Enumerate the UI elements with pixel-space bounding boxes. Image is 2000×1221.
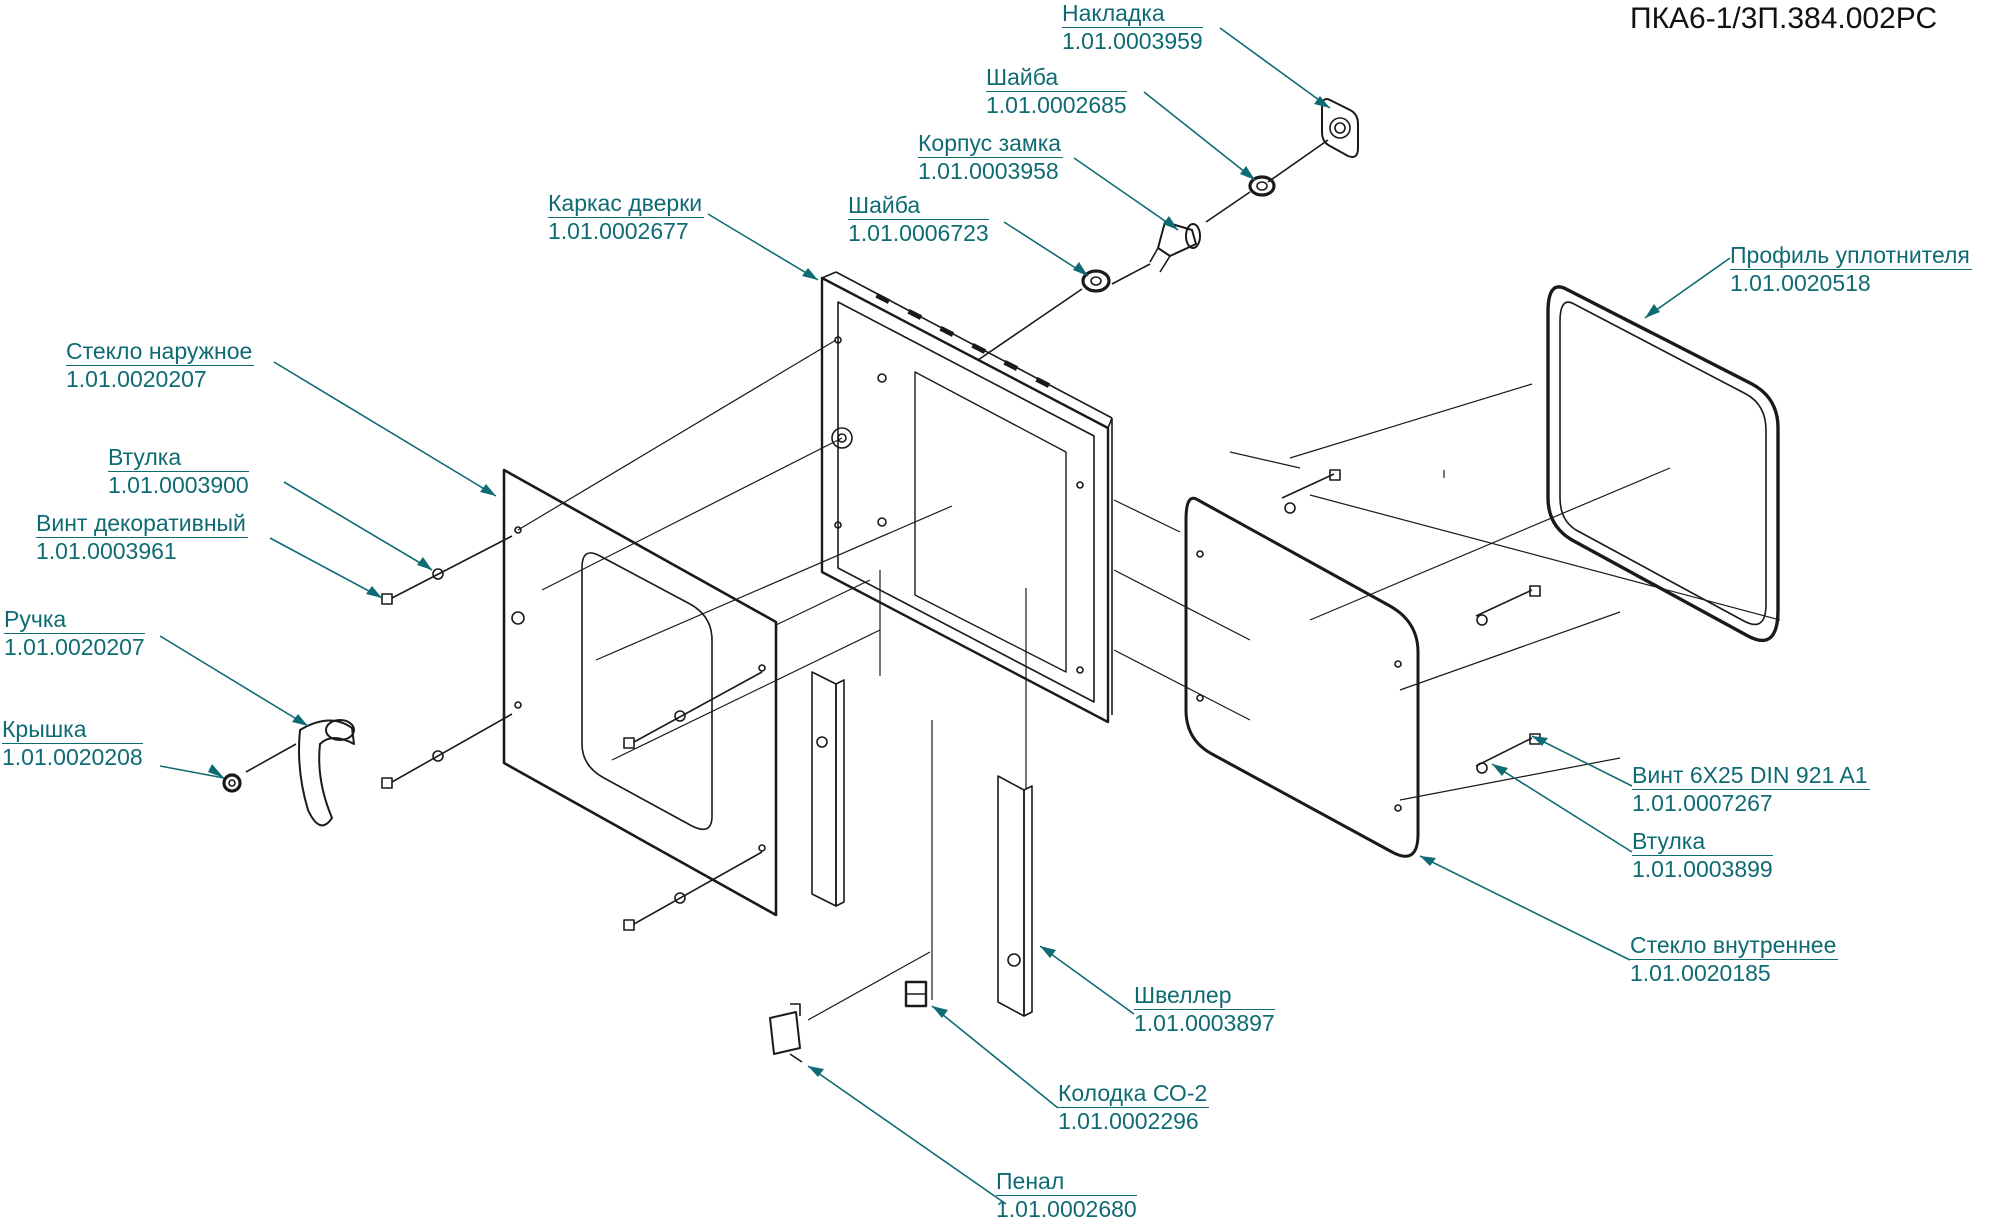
callout-vint-dekor-name: Винт декоративный	[36, 510, 248, 538]
callout-kryshka: Крышка 1.01.0020208	[2, 716, 143, 771]
inner-glass-part	[1184, 496, 1420, 858]
callout-profil-code: 1.01.0020518	[1730, 270, 1871, 296]
door-frame-part	[820, 271, 1113, 724]
callout-vtulka-left-name: Втулка	[108, 444, 249, 472]
callout-ruchka: Ручка 1.01.0020207	[4, 606, 145, 661]
callout-ruchka-name: Ручка	[4, 606, 145, 634]
callout-steklo-vnutr: Стекло внутреннее 1.01.0020185	[1630, 932, 1839, 987]
leader-lines	[159, 27, 1731, 1205]
callout-vtulka-right-code: 1.01.0003899	[1632, 856, 1773, 882]
inner-glass-screws	[1281, 469, 1541, 774]
callout-korpus-zamka-name: Корпус замка	[918, 130, 1064, 158]
callout-vint-dekor-code: 1.01.0003961	[36, 538, 177, 564]
callout-kolodka: Колодка СО-2 1.01.0002296	[1058, 1080, 1210, 1135]
callout-karkas-dverki: Каркас дверки 1.01.0002677	[548, 190, 705, 245]
explode-lines	[517, 339, 1781, 1021]
callout-profil-name: Профиль уплотнителя	[1730, 242, 1972, 270]
outer-glass-part	[502, 468, 778, 917]
seal-profile-part	[1546, 285, 1780, 643]
callout-nakladka-name: Накладка	[1062, 0, 1203, 28]
callout-shaiba-mid: Шайба 1.01.0006723	[848, 192, 989, 247]
callout-vint-din-code: 1.01.0007267	[1632, 790, 1773, 816]
callout-shaiba-mid-name: Шайба	[848, 192, 989, 220]
callout-korpus-zamka-code: 1.01.0003958	[918, 158, 1059, 184]
callout-shveller-code: 1.01.0003897	[1134, 1010, 1275, 1036]
callout-shaiba-mid-code: 1.01.0006723	[848, 220, 989, 246]
callout-karkas-dverki-name: Каркас дверки	[548, 190, 705, 218]
callout-karkas-dverki-code: 1.01.0002677	[548, 218, 689, 244]
small-parts	[769, 980, 928, 1063]
callout-shveller-name: Швеллер	[1134, 982, 1275, 1010]
callout-korpus-zamka: Корпус замка 1.01.0003958	[918, 130, 1064, 185]
callout-vint-din-name: Винт 6X25 DIN 921 A1	[1632, 762, 1870, 790]
handle-parts	[222, 719, 355, 827]
callout-vtulka-left-code: 1.01.0003900	[108, 472, 249, 498]
leader-arrowheads	[208, 96, 1660, 1077]
outer-glass-screws	[381, 535, 763, 931]
callout-kryshka-name: Крышка	[2, 716, 143, 744]
callout-penal-code: 1.01.0002680	[996, 1196, 1137, 1221]
callout-vtulka-right: Втулка 1.01.0003899	[1632, 828, 1773, 883]
callout-vtulka-left: Втулка 1.01.0003900	[108, 444, 249, 499]
callout-penal-name: Пенал	[996, 1168, 1137, 1196]
callout-kryshka-code: 1.01.0020208	[2, 744, 143, 770]
callout-penal: Пенал 1.01.0002680	[996, 1168, 1137, 1221]
channel-parts	[811, 671, 1033, 1017]
callout-kolodka-name: Колодка СО-2	[1058, 1080, 1210, 1108]
callout-steklo-naruzh-code: 1.01.0020207	[66, 366, 207, 392]
callout-kolodka-code: 1.01.0002296	[1058, 1108, 1199, 1134]
callout-shaiba-top-code: 1.01.0002685	[986, 92, 1127, 118]
callout-nakladka-code: 1.01.0003959	[1062, 28, 1203, 54]
callout-steklo-vnutr-name: Стекло внутреннее	[1630, 932, 1839, 960]
callout-profil: Профиль уплотнителя 1.01.0020518	[1730, 242, 1972, 297]
callout-vint-dekor: Винт декоративный 1.01.0003961	[36, 510, 248, 565]
callout-shveller: Швеллер 1.01.0003897	[1134, 982, 1275, 1037]
callout-steklo-vnutr-code: 1.01.0020185	[1630, 960, 1771, 986]
callout-steklo-naruzh: Стекло наружное 1.01.0020207	[66, 338, 255, 393]
callout-vint-din: Винт 6X25 DIN 921 A1 1.01.0007267	[1632, 762, 1870, 817]
callout-nakladka: Накладка 1.01.0003959	[1062, 0, 1203, 55]
callout-steklo-naruzh-name: Стекло наружное	[66, 338, 255, 366]
document-code: ПКА6-1/3П.384.002РС	[1630, 2, 1938, 35]
callout-vtulka-right-name: Втулка	[1632, 828, 1773, 856]
callout-shaiba-top: Шайба 1.01.0002685	[986, 64, 1127, 119]
callout-shaiba-top-name: Шайба	[986, 64, 1127, 92]
callout-ruchka-code: 1.01.0020207	[4, 634, 145, 660]
